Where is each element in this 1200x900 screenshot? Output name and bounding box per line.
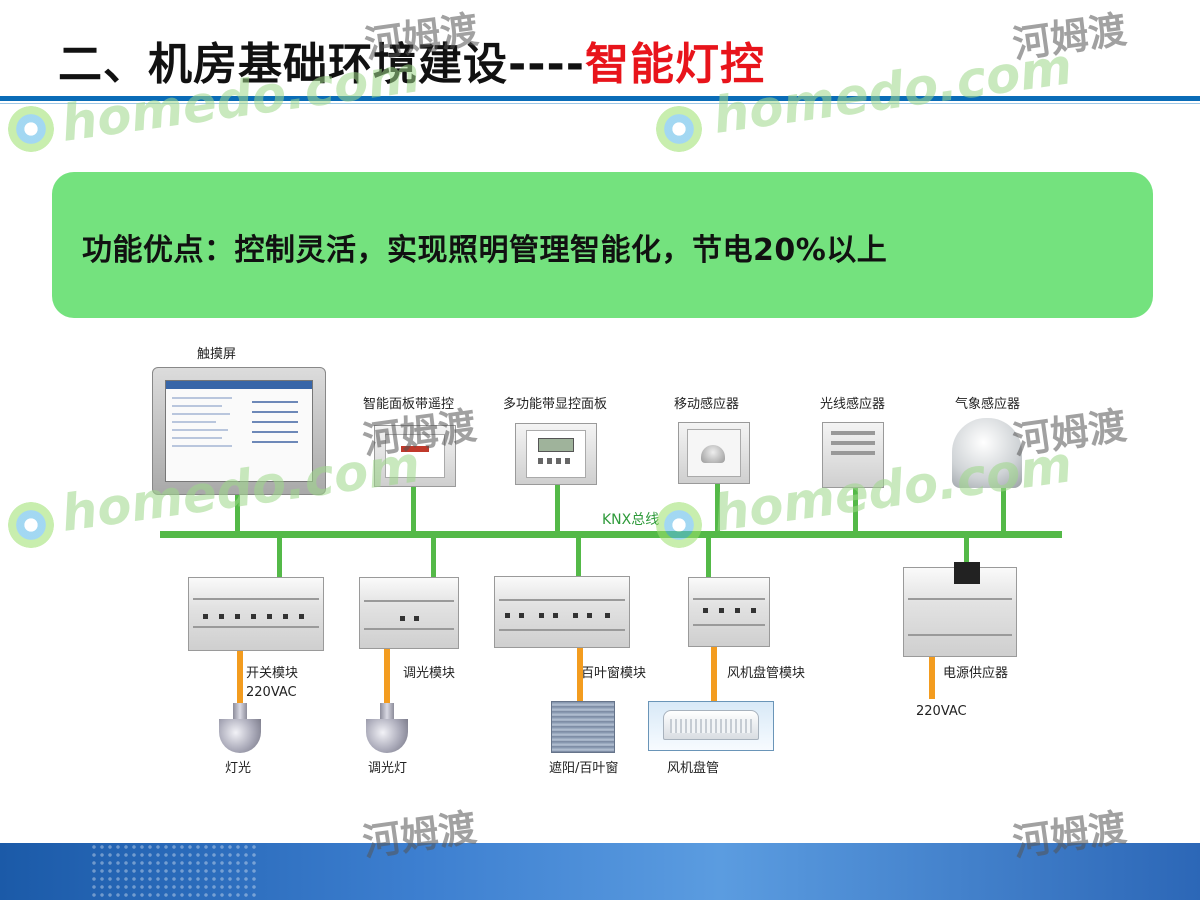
- power-line-light: [237, 651, 243, 703]
- label-fancoil: 风机盘管: [667, 761, 720, 776]
- multi-panel-device: [515, 423, 597, 485]
- watermark-logo-icon: [8, 106, 54, 152]
- label-fancoil-module: 风机盘管模块: [727, 666, 806, 681]
- footer-band: [0, 843, 1200, 900]
- dimmer-module-device: [359, 577, 459, 649]
- label-blind-module: 百叶窗模块: [581, 666, 647, 681]
- voltage-label-switch: 220VAC: [246, 685, 297, 700]
- voltage-label-power: 220VAC: [916, 704, 967, 719]
- bus-drop-fancoil-module: [706, 536, 711, 578]
- bus-drop-dimmer-module: [431, 536, 436, 578]
- bus-drop-light-sensor: [853, 488, 858, 533]
- motion-sensor-device: [678, 422, 750, 484]
- smart-panel-device: [374, 425, 456, 487]
- blind-icon: [551, 701, 615, 753]
- page-title: 二、机房基础环境建设----智能灯控: [58, 28, 765, 92]
- watermark-cn: 河姆渡: [1009, 403, 1130, 463]
- bus-drop-touchscreen: [235, 495, 240, 533]
- power-line-supply: [929, 657, 935, 699]
- watermark-logo-icon: [8, 502, 54, 548]
- blind-module-device: [494, 576, 630, 648]
- power-supply-device: [903, 562, 1017, 657]
- title-rule-thin: [0, 103, 1200, 104]
- footer-pattern: [90, 843, 260, 900]
- lamp-neck-1: [233, 703, 247, 721]
- power-line-dimmable-light: [384, 649, 390, 703]
- title-accent: 智能灯控: [585, 39, 766, 90]
- label-touchscreen: 触摸屏: [197, 347, 237, 362]
- title-prefix: 二、机房基础环境建设----: [58, 39, 586, 90]
- bus-drop-motion-sensor: [715, 484, 720, 533]
- weather-sensor-device: [952, 418, 1022, 488]
- label-blind: 遮阳/百叶窗: [549, 761, 619, 776]
- lamp-icon: [219, 719, 261, 753]
- bus-drop-blind-module: [576, 536, 581, 578]
- label-smart-panel: 智能面板带遥控: [363, 397, 455, 412]
- label-motion-sensor: 移动感应器: [674, 397, 740, 412]
- touchscreen-device: [152, 367, 326, 495]
- benefit-text: 功能优点：控制灵活，实现照明管理智能化，节电20%以上: [82, 233, 888, 268]
- bus-drop-switch-module: [277, 536, 282, 578]
- bus-drop-weather-sensor: [1001, 488, 1006, 533]
- knx-bus-label: KNX总线: [602, 512, 660, 528]
- watermark-logo-icon: [656, 502, 702, 548]
- label-power-supply: 电源供应器: [943, 666, 1009, 681]
- watermark-cn: 河姆渡: [1009, 7, 1130, 67]
- label-light: 灯光: [225, 761, 252, 776]
- light-sensor-device: [822, 422, 884, 488]
- bus-drop-smart-panel: [411, 487, 416, 533]
- benefit-callout: [52, 172, 1153, 318]
- fancoil-unit-icon: [648, 701, 774, 751]
- bus-drop-multi-panel: [555, 485, 560, 533]
- bus-drop-power-supply: [964, 536, 969, 568]
- label-dimmer-module: 调光模块: [403, 666, 456, 681]
- title-rule: [0, 96, 1200, 101]
- power-line-fancoil: [711, 647, 717, 702]
- dimmable-lamp-icon: [366, 719, 408, 753]
- switch-module-device: [188, 577, 324, 651]
- knx-bus: [160, 531, 1062, 538]
- watermark-logo-icon: [656, 106, 702, 152]
- fancoil-module-device: [688, 577, 770, 647]
- label-multi-panel: 多功能带显控面板: [503, 397, 608, 412]
- lamp-neck-2: [380, 703, 394, 721]
- label-light-sensor: 光线感应器: [820, 397, 886, 412]
- label-weather-sensor: 气象感应器: [955, 397, 1021, 412]
- label-switch-module: 开关模块: [246, 666, 299, 681]
- label-dimmable-light: 调光灯: [368, 761, 408, 776]
- power-line-blind: [577, 648, 583, 702]
